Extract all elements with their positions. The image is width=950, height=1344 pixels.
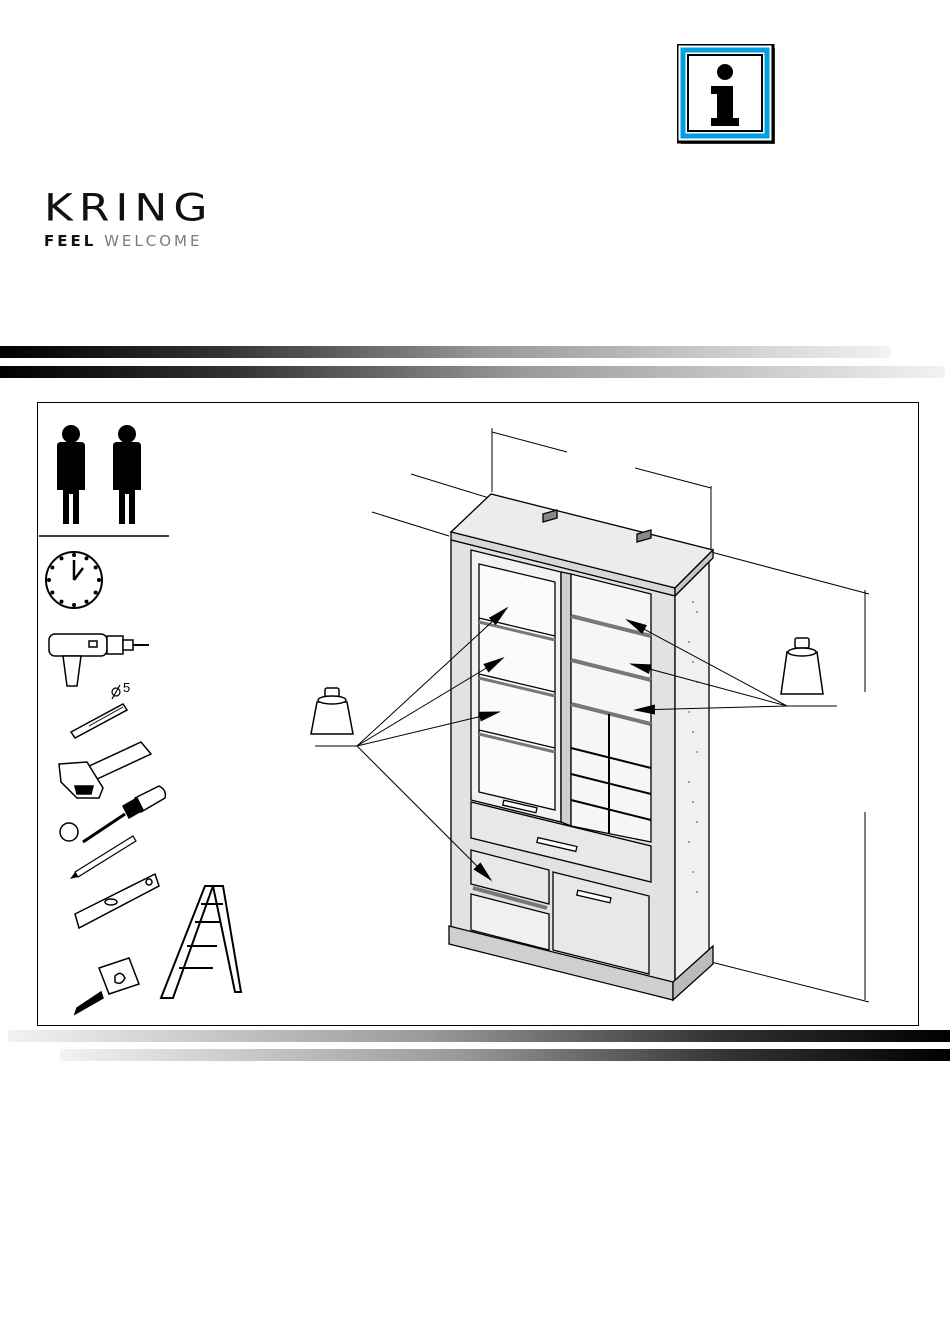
tagline-feel: FEEL — [44, 232, 96, 250]
footer-band-lower — [60, 1049, 950, 1061]
header-band-lower — [0, 366, 945, 378]
power-drill-icon — [49, 634, 149, 686]
tape-measure-icon — [75, 958, 139, 1014]
header-band-upper — [0, 346, 890, 358]
display-cabinet — [372, 428, 869, 1002]
brand-name: KRING — [44, 190, 213, 227]
drill-bit-icon: 5 — [71, 680, 130, 738]
brand-tagline: FEEL WELCOME — [44, 232, 213, 250]
step-ladder-icon — [161, 886, 241, 998]
weight-icon-right — [781, 638, 823, 694]
weight-icon-left — [311, 688, 353, 734]
brand-logo: KRING FEEL WELCOME — [44, 190, 213, 250]
clock-icon — [46, 552, 102, 608]
hammer-icon — [59, 742, 151, 798]
spirit-level-icon — [75, 874, 159, 928]
info-icon: i — [677, 44, 777, 146]
tagline-welcome: WELCOME — [104, 232, 202, 250]
two-persons-icon — [57, 425, 141, 524]
drill-bit-size: 5 — [123, 680, 130, 695]
instruction-diagram: 5 — [37, 402, 919, 1026]
footer-band-upper — [8, 1030, 950, 1042]
pencil-icon — [70, 836, 136, 879]
